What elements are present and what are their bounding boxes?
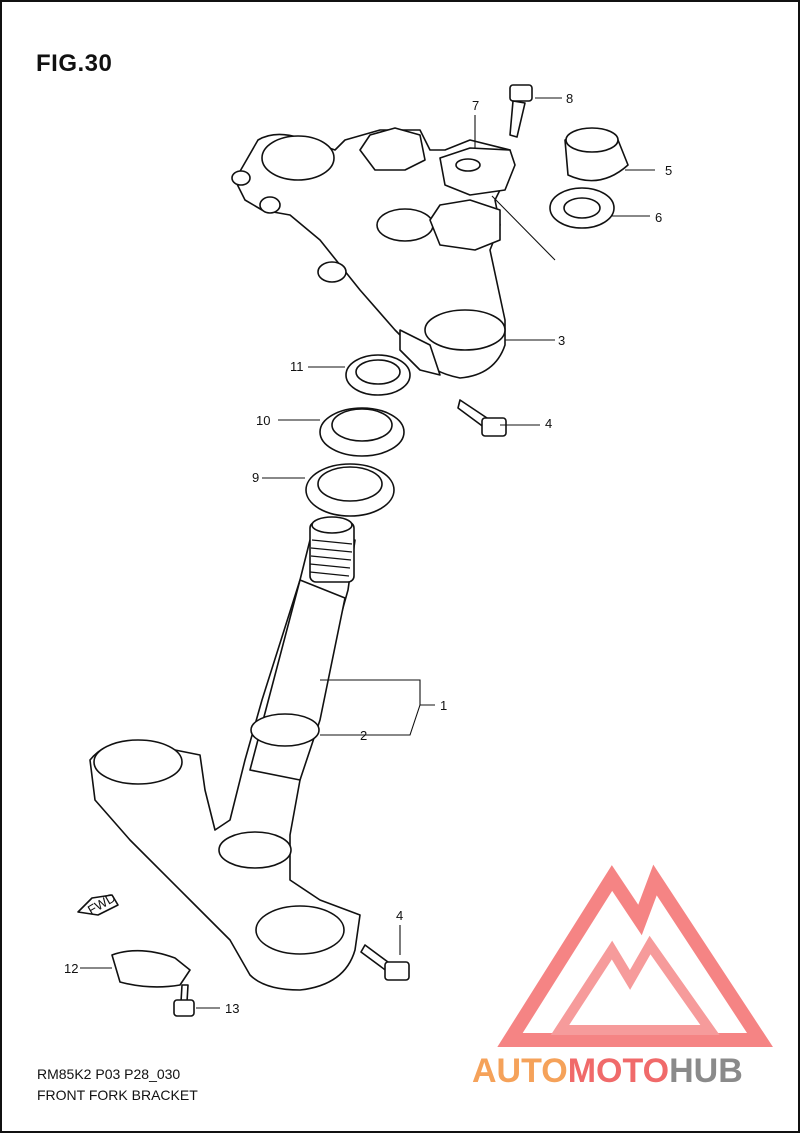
bolt-4-lower: [360, 944, 410, 981]
callouts: 1 2 3 4 4 5 6 7 8 9 10 11 12 13: [64, 91, 672, 1016]
steering-nut-11: [345, 354, 411, 396]
watermark-hub: HUB: [669, 1052, 743, 1090]
figure-code: RM85K2 P03 P28_030: [37, 1066, 181, 1082]
callout-4-lower: 4: [396, 908, 403, 923]
handlebar-holder: [439, 147, 516, 196]
leader-lines: [80, 97, 655, 1009]
callout-3: 3: [558, 333, 565, 348]
bolt-4-upper: [457, 399, 507, 437]
bolt-8: [509, 84, 533, 138]
callout-8: 8: [566, 91, 573, 106]
watermark-logo: [497, 864, 773, 1047]
callout-11: 11: [290, 359, 304, 374]
bearing-10: [319, 407, 405, 457]
callout-9: 9: [252, 470, 259, 485]
watermark-text: AUTOMOTOHUB: [472, 1052, 743, 1090]
callout-10: 10: [256, 413, 270, 428]
steering-stem-lower-bracket: [89, 516, 361, 991]
bolt-13: [173, 984, 195, 1017]
callout-13: 13: [225, 1001, 239, 1016]
cap-nut-5: [564, 127, 629, 182]
callout-7: 7: [472, 98, 479, 113]
bearing-9: [305, 463, 395, 517]
callout-6: 6: [655, 210, 662, 225]
fwd-arrow: FWD: [77, 890, 119, 918]
upper-bracket: [231, 127, 511, 379]
watermark-auto: AUTO: [472, 1052, 568, 1090]
figure-title: FIG.30: [36, 50, 113, 77]
callout-1: 1: [440, 698, 447, 713]
callout-2: 2: [360, 728, 367, 743]
washer-6: [549, 187, 615, 229]
watermark-moto: MOTO: [568, 1052, 669, 1090]
callout-4-upper: 4: [545, 416, 552, 431]
callout-5: 5: [665, 163, 672, 178]
svg-text:AUTOMOTOHUB: AUTOMOTOHUB: [472, 1052, 743, 1090]
figure-name: FRONT FORK BRACKET: [37, 1087, 198, 1103]
clamp-12: [111, 949, 191, 988]
callout-12: 12: [64, 961, 78, 976]
